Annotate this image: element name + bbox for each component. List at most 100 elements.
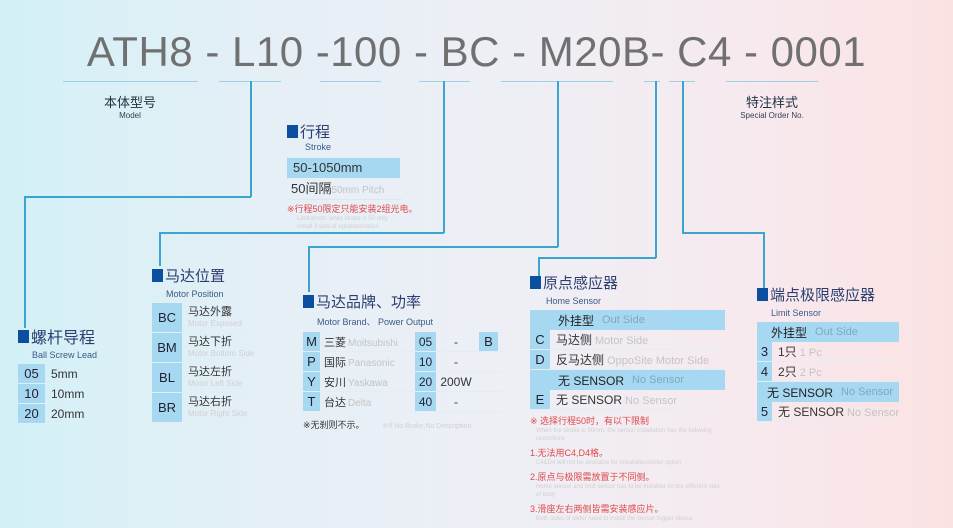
position-code: BL <box>152 363 182 392</box>
brand-en: Moitsubishi <box>348 337 399 349</box>
sensor-en: 2 Pc <box>799 367 822 379</box>
sensor-code: E <box>530 390 550 409</box>
position-header: 马达位置 <box>152 265 272 286</box>
connector <box>24 196 26 328</box>
brand-cn: 安川 <box>324 376 346 389</box>
sensor-cn: 无 SENSOR <box>778 405 845 419</box>
band-cn: 外挂型 <box>558 313 595 328</box>
sensor-code: 5 <box>757 402 772 421</box>
note-cn: 2.原点与极限需放置于不同侧。 <box>530 472 655 482</box>
sensor-cn: 马达侧 <box>556 333 593 347</box>
sensor-cn: 1只 <box>778 345 797 359</box>
brand-cn: 国际 <box>324 356 346 369</box>
sensor-cn: 2只 <box>778 365 797 379</box>
brand-title: 马达品牌、功率 <box>316 294 422 311</box>
band-en: No Sensor <box>632 374 684 386</box>
brand-en: Panasonic <box>348 357 395 369</box>
note-cn: ※ 选择行程50时，有以下限制 <box>530 416 650 426</box>
connector <box>159 232 444 234</box>
note-en: When the stroke is 50mm, the sensor inst… <box>536 428 712 442</box>
lead-header: 螺杆导程 <box>18 324 118 348</box>
position-cn: 马达左折 <box>188 366 232 378</box>
brand-note-en: ※If No Brake,No Description <box>382 423 472 430</box>
power-value: 200W <box>440 374 472 389</box>
sensor-code: D <box>530 350 550 369</box>
sensor-band: 无 SENSOR No Sensor <box>530 370 725 390</box>
stroke-section: 行程 Stroke 50-1050mm 50间隔50mm Pitch ※行程50… <box>287 121 418 231</box>
divider <box>320 81 381 82</box>
connector <box>308 246 310 292</box>
divider <box>419 81 470 82</box>
limit-subtitle: Limit Sensor <box>771 308 822 318</box>
stroke-pitch-en: 50mm Pitch <box>331 185 385 196</box>
note-en: C4&D4 will not be available for installa… <box>536 460 682 466</box>
model-label: 本体型号 Model <box>90 92 170 120</box>
sensor-code: 3 <box>757 342 772 361</box>
power-code: 10 <box>415 352 436 371</box>
band-cn: 无 SENSOR <box>558 373 625 388</box>
power-value: - <box>454 394 458 409</box>
lead-value: 20mm <box>51 406 85 421</box>
sensor-en: 1 Pc <box>799 347 822 359</box>
square-icon <box>287 125 298 138</box>
connector <box>250 81 252 197</box>
band-en: No Sensor <box>841 386 893 398</box>
special-label: 特注样式 Special Order No. <box>722 92 822 120</box>
position-cn: 马达外露 <box>188 306 232 318</box>
stroke-note: ※行程50限定只能安装2组光电。 <box>287 204 418 214</box>
position-title: 马达位置 <box>165 268 226 285</box>
sensor-code: 4 <box>757 362 772 381</box>
brand-header: 马达品牌、功率 <box>303 291 503 312</box>
brand-en: Yaskawa <box>348 377 388 389</box>
power-code: 20 <box>415 372 436 391</box>
band-en: Out Side <box>815 326 858 338</box>
position-cn: 马达下折 <box>188 336 232 348</box>
connector <box>24 196 251 198</box>
stroke-subtitle: Stroke <box>305 142 332 152</box>
stroke-header: 行程 <box>287 121 418 142</box>
power-code: 40 <box>415 392 436 411</box>
power-value: - <box>454 354 458 369</box>
lead-code: 10 <box>18 384 45 403</box>
note-en: Both sides of slider need to install the… <box>536 516 693 522</box>
stroke-pitch: 50间隔 <box>291 181 332 196</box>
sensor-cn: 无 SENSOR <box>556 393 623 407</box>
position-en: Motor Exposed <box>188 319 242 328</box>
connector <box>308 246 558 248</box>
position-subtitle: Motor Position <box>166 289 224 299</box>
square-icon <box>18 329 29 343</box>
position-code: BM <box>152 333 182 362</box>
brand-en: Delta <box>348 397 372 409</box>
special-cn: 特注样式 <box>745 95 798 110</box>
lead-subtitle: Ball Screw Lead <box>32 350 98 360</box>
position-en: Motor Right Side <box>188 409 248 418</box>
